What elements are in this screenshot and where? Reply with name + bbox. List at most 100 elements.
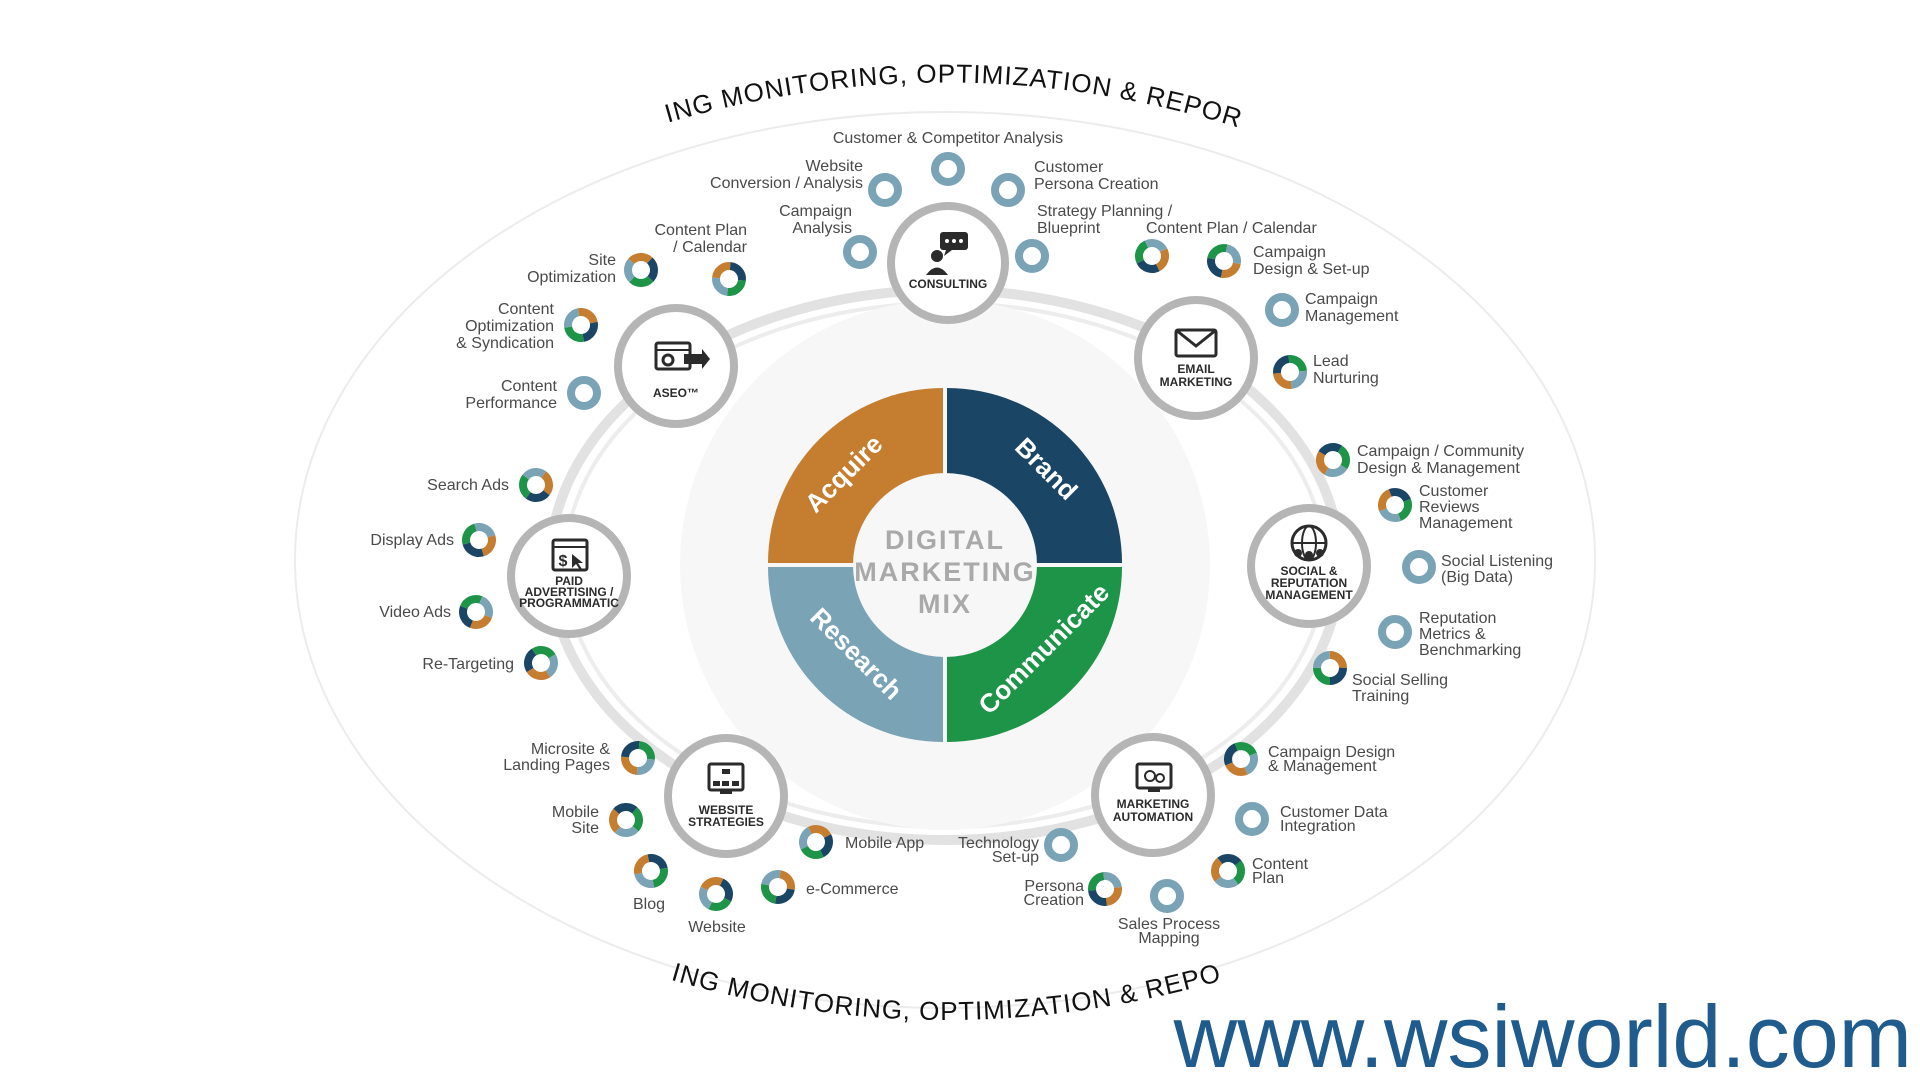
label-mobile-site-1: Mobile: [552, 804, 599, 821]
label-display-ads: Display Ads: [370, 532, 454, 549]
center-title-line3: MIX: [918, 589, 972, 619]
service-donut-icon: [1265, 293, 1299, 327]
label-customer-persona-1: Customer: [1034, 159, 1104, 176]
hub-label-email-line2: MARKETING: [1160, 375, 1233, 389]
label-technology-setup-2: Set-up: [992, 849, 1039, 866]
service-donut-icon: [868, 173, 902, 207]
label-customer-reviews-1: Customer: [1419, 483, 1489, 500]
service-donut-icon: [634, 854, 668, 888]
label-reputation-metrics-3: Benchmarking: [1419, 642, 1521, 659]
service-donut-icon: [1378, 615, 1412, 649]
label-customer-data-2: Integration: [1280, 818, 1356, 835]
ring-title-top: ONGOING MONITORING, OPTIMIZATION & REPOR…: [0, 0, 1246, 133]
service-donut-icon: [564, 308, 598, 342]
envelope-icon: [1174, 328, 1218, 358]
service-donut-icon: [1313, 651, 1347, 685]
label-customer-data-1: Customer Data: [1280, 804, 1388, 821]
hub-aseo[interactable]: ASEO™: [614, 304, 738, 428]
service-donut-icon: [1088, 872, 1122, 906]
hub-consulting[interactable]: CONSULTING: [887, 202, 1009, 324]
service-donut-icon: [524, 646, 558, 680]
hub-marketing-automation[interactable]: MARKETING AUTOMATION: [1091, 733, 1215, 857]
label-content-optimization-2: Optimization: [465, 318, 554, 335]
hub-label-consulting: CONSULTING: [909, 277, 987, 291]
service-donut-icon: [1150, 879, 1184, 913]
label-mobile-app: Mobile App: [845, 835, 924, 852]
hub-label-email-line1: EMAIL: [1177, 362, 1214, 376]
label-customer-persona-2: Persona Creation: [1034, 176, 1159, 193]
service-donut-icon: [799, 825, 833, 859]
label-search-ads: Search Ads: [427, 477, 509, 494]
label-community-design-2: Design & Management: [1357, 460, 1520, 477]
seo-arrow-icon: [654, 341, 710, 371]
service-donut-icon: [1235, 802, 1269, 836]
label-campaign-dm-1: Campaign Design: [1268, 744, 1395, 761]
service-donut-icon: [1015, 239, 1049, 273]
label-content-optimization-3: & Syndication: [456, 335, 554, 352]
service-donut-icon: [1135, 239, 1169, 273]
label-lead-nurturing-2: Nurturing: [1313, 370, 1379, 387]
service-donut-icon: [1224, 742, 1258, 776]
label-customer-reviews-2: Reviews: [1419, 499, 1479, 516]
label-persona-creation-1: Persona: [1024, 878, 1084, 895]
label-content-plan-left-1: Content Plan: [654, 222, 747, 239]
label-content-plan-left-2: / Calendar: [673, 239, 747, 256]
label-website-conversion-1: Website: [805, 158, 863, 175]
label-sales-process-1: Sales Process: [1118, 916, 1220, 933]
consulting-icon: [926, 232, 968, 275]
hub-social-reputation[interactable]: SOCIAL & REPUTATION MANAGEMENT: [1247, 504, 1371, 628]
service-donut-icon: [761, 869, 795, 904]
label-reputation-metrics-2: Metrics &: [1419, 626, 1486, 643]
hub-label-paid-line3: PROGRAMMATIC: [519, 596, 619, 610]
service-donut-icon: [1211, 854, 1245, 888]
label-sales-process-2: Mapping: [1138, 930, 1199, 947]
svg-text:$: $: [559, 553, 568, 570]
label-strategy-planning-1: Strategy Planning /: [1037, 203, 1173, 220]
label-microsite-1: Microsite &: [531, 741, 610, 758]
sitemap-icon: [707, 762, 745, 794]
automation-monitor-icon: [1135, 762, 1173, 792]
service-donut-icon: [462, 523, 496, 557]
hub-label-paid-line1: PAID: [555, 574, 583, 588]
label-campaign-analysis-1: Campaign: [779, 203, 852, 220]
label-site-optimization-2: Optimization: [527, 269, 616, 286]
label-re-targeting: Re-Targeting: [422, 656, 514, 673]
hub-paid-advertising[interactable]: $ PAID ADVERTISING / PROGRAMMATIC: [507, 514, 631, 638]
label-content-performance-1: Content: [501, 378, 558, 395]
label-strategy-planning-2: Blueprint: [1037, 220, 1101, 237]
label-content-plan-calendar: Content Plan / Calendar: [1146, 220, 1317, 237]
label-campaign-dm-2: & Management: [1268, 758, 1377, 775]
service-donut-icon: [991, 173, 1025, 207]
hub-label-social-line3: MANAGEMENT: [1265, 588, 1353, 602]
service-donut-icon: [699, 877, 733, 911]
service-donut-icon: [1273, 355, 1307, 389]
label-content-optimization-1: Content: [498, 301, 555, 318]
label-social-selling-2: Training: [1352, 688, 1409, 705]
label-campaign-management-2: Management: [1305, 308, 1399, 325]
center-title-line1: DIGITAL: [885, 525, 1005, 555]
service-markers: [459, 152, 1436, 913]
service-donut-icon: [1402, 550, 1436, 584]
service-donut-icon: [609, 803, 643, 837]
label-social-listening-1: Social Listening: [1441, 553, 1553, 570]
service-donut-icon: [519, 468, 553, 502]
hub-email-marketing[interactable]: EMAIL MARKETING: [1134, 296, 1258, 420]
label-social-selling-1: Social Selling: [1352, 672, 1448, 689]
label-e-commerce: e-Commerce: [806, 881, 899, 898]
label-video-ads: Video Ads: [379, 604, 451, 621]
label-campaign-design-2: Design & Set-up: [1253, 261, 1370, 278]
label-campaign-management-1: Campaign: [1305, 291, 1378, 308]
hub-label-paid-line2: ADVERTISING /: [525, 585, 614, 599]
hub-label-website-line1: WEBSITE: [699, 803, 754, 817]
label-microsite-2: Landing Pages: [503, 757, 610, 774]
hub-label-website-line2: STRATEGIES: [688, 815, 764, 829]
label-customer-competitor-analysis: Customer & Competitor Analysis: [833, 130, 1063, 147]
label-technology-setup-1: Technology: [958, 835, 1039, 852]
label-content-performance-2: Performance: [465, 395, 557, 412]
label-website: Website: [688, 919, 746, 936]
hub-website-strategies[interactable]: WEBSITE STRATEGIES: [664, 734, 788, 858]
label-site-optimization-1: Site: [588, 252, 616, 269]
website-url[interactable]: www.wsiworld.com: [1173, 987, 1912, 1080]
label-blog: Blog: [633, 896, 665, 913]
label-campaign-design-1: Campaign: [1253, 244, 1326, 261]
